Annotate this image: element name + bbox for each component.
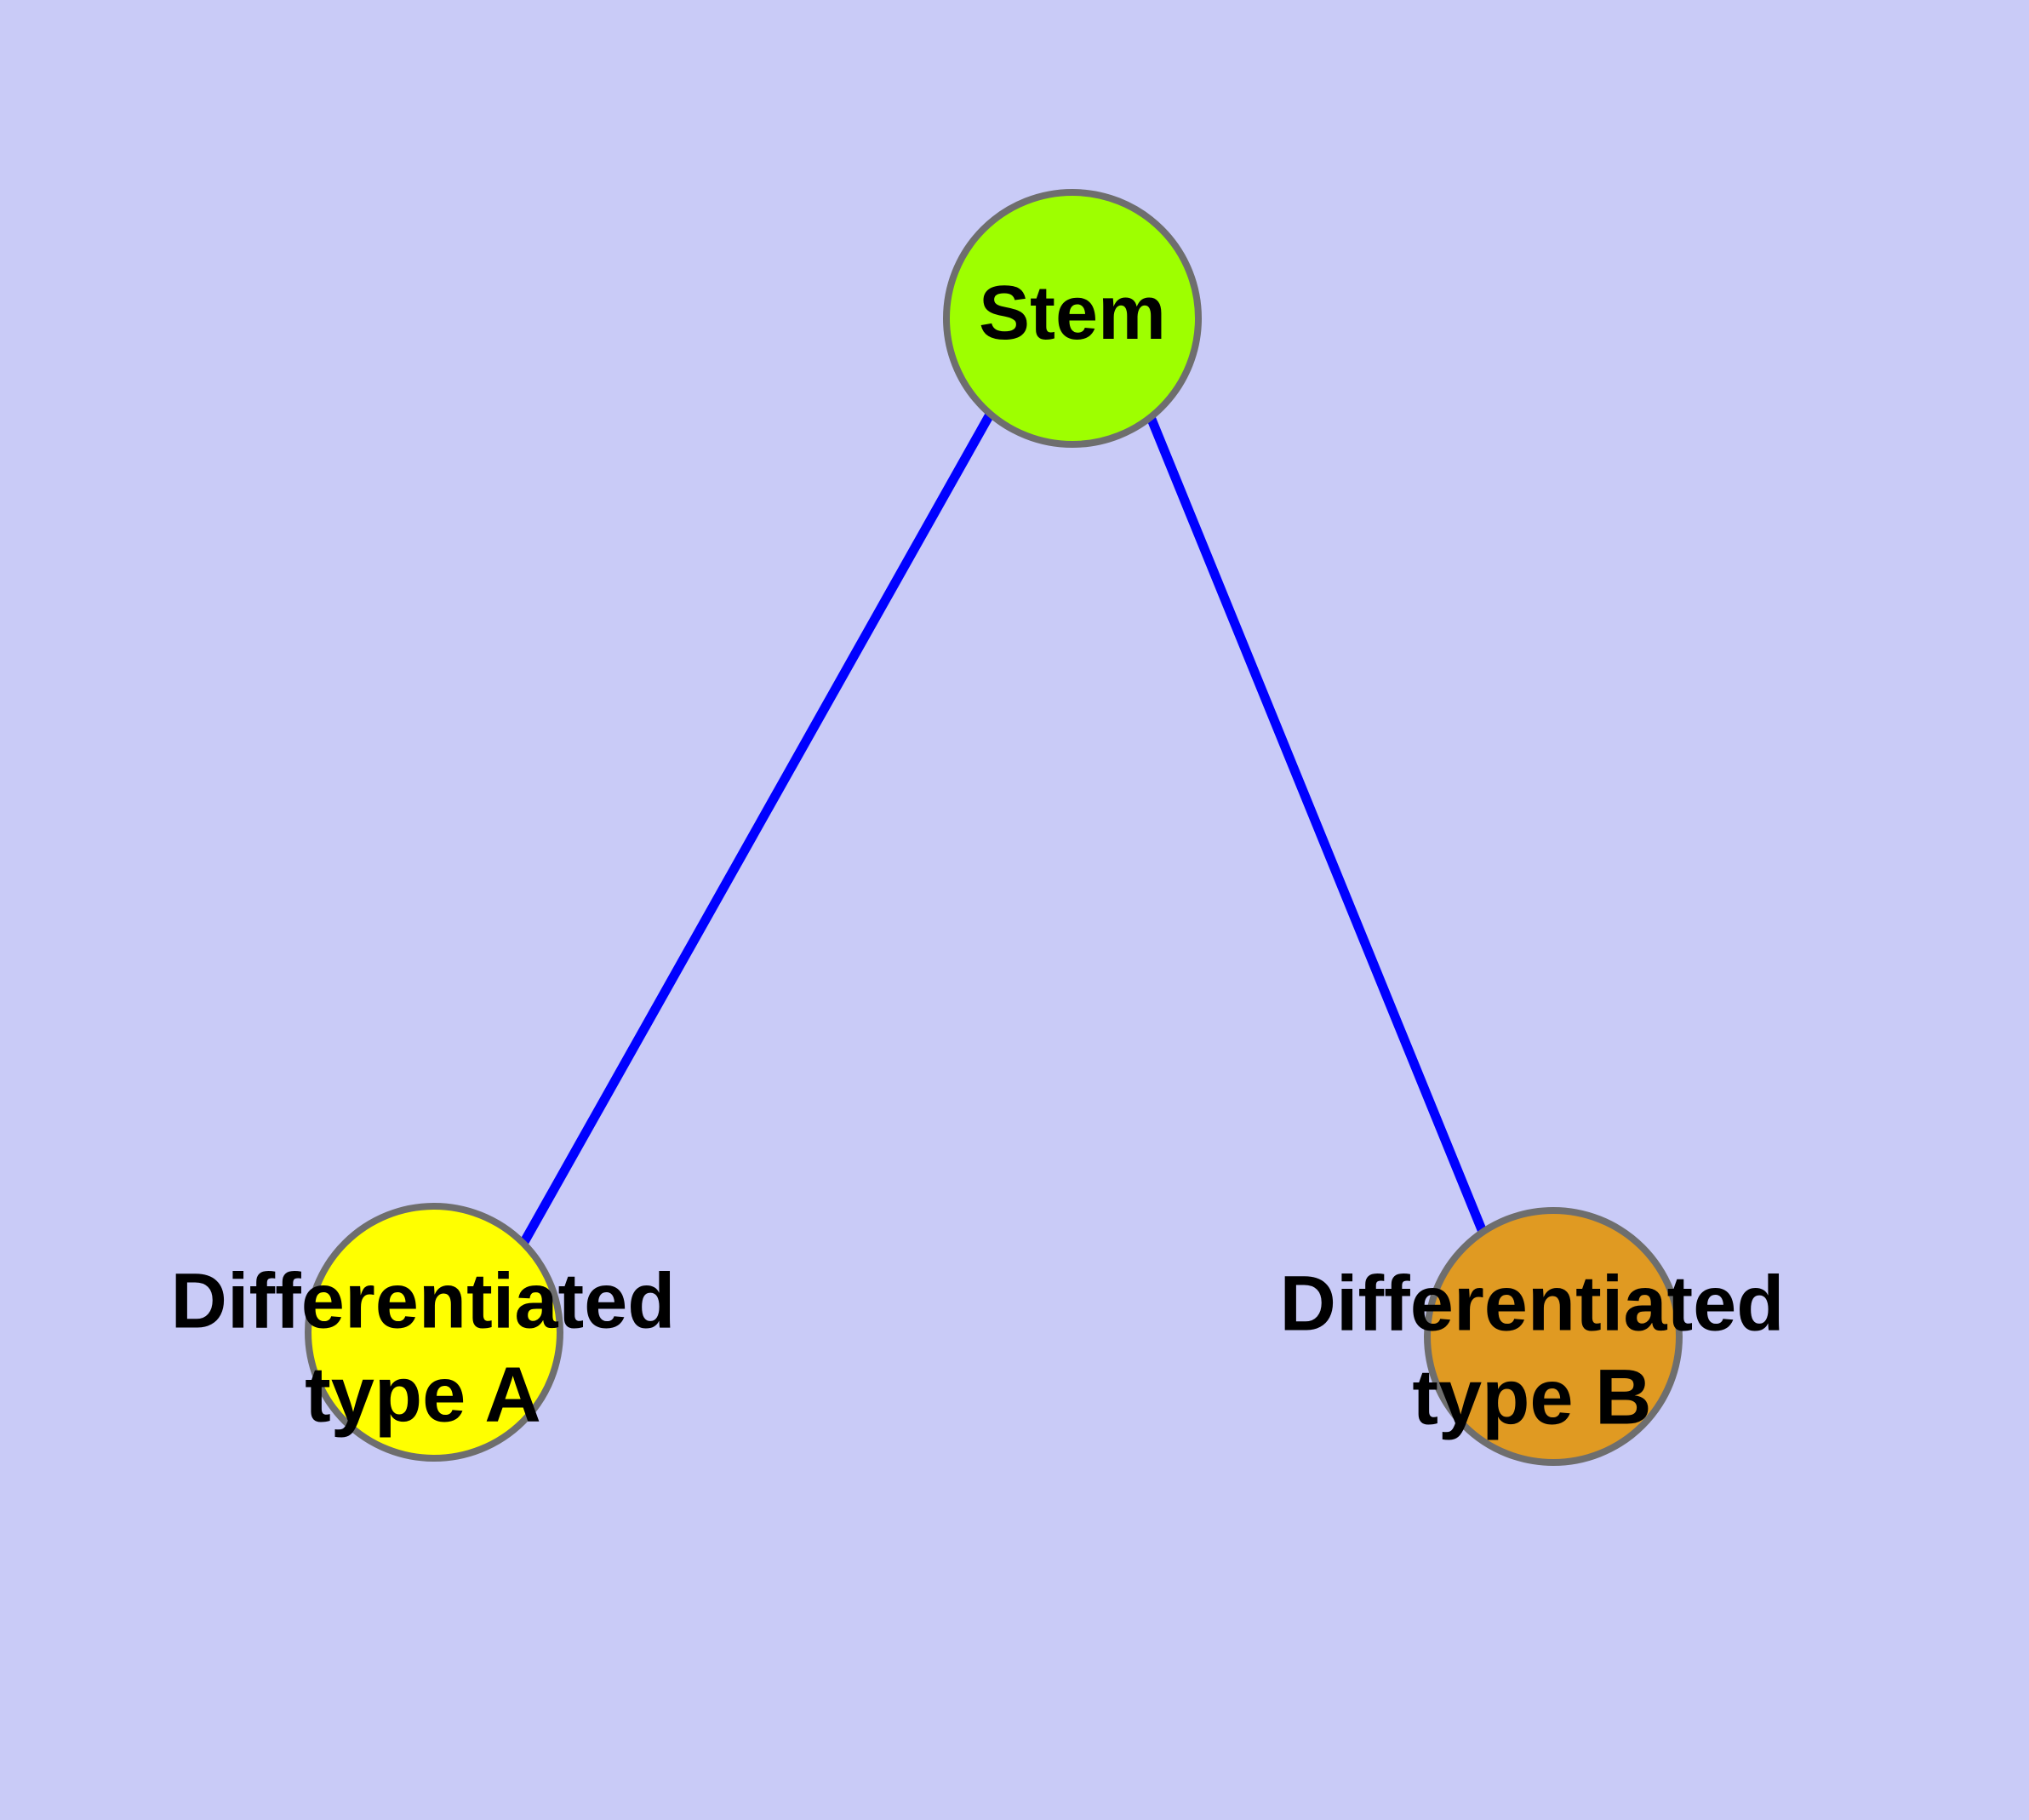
node-label-diff-b: Differentiated type B	[1280, 1260, 1785, 1440]
node-diff-b[interactable]	[1424, 1207, 1683, 1466]
node-diff-a[interactable]	[305, 1203, 563, 1462]
node-label-diff-b-line2: type B	[1412, 1354, 1651, 1440]
edge-stem-to-diff-a	[517, 412, 994, 1251]
node-circle-diff-a[interactable]	[305, 1203, 563, 1462]
node-label-diff-a-line1: Differentiated	[171, 1257, 676, 1344]
node-circle-diff-b[interactable]	[1424, 1207, 1683, 1466]
node-stem[interactable]: Stem	[943, 189, 1202, 448]
node-label-stem: Stem	[979, 271, 1166, 356]
node-label-diff-a-line2: type A	[305, 1351, 541, 1438]
edge-layer	[517, 412, 1488, 1251]
node-circle-stem[interactable]	[943, 189, 1202, 448]
node-label-diff-a: Differentiated type A	[171, 1257, 676, 1438]
edge-stem-to-diff-b	[1146, 415, 1488, 1234]
node-label-diff-b-line1: Differentiated	[1280, 1260, 1785, 1347]
